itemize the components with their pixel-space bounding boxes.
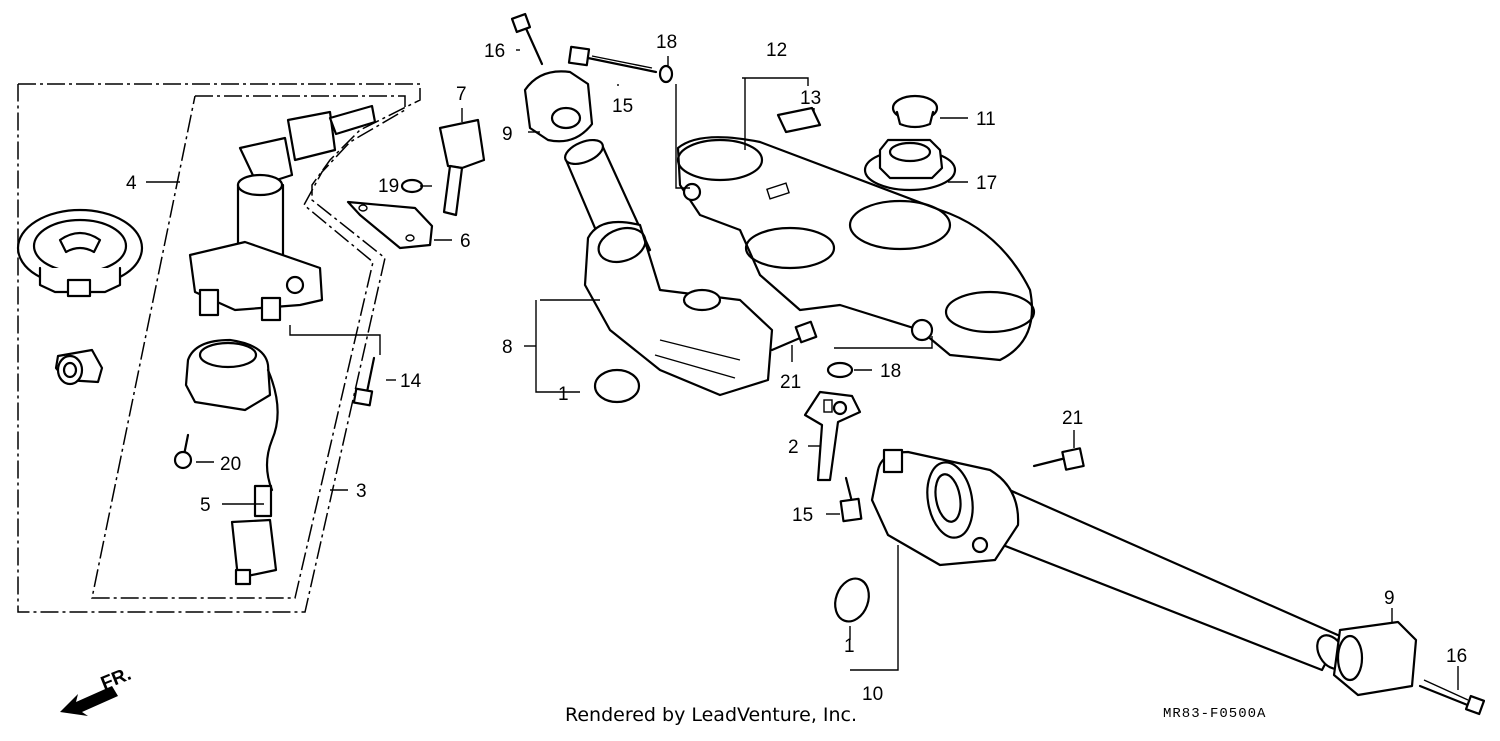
right-handlebar-part xyxy=(870,448,1346,672)
drawing-code: MR83-F0500A xyxy=(1163,706,1267,722)
bolt-21-upper-part xyxy=(770,320,818,352)
callout-20: 20 xyxy=(220,454,241,475)
callout-3: 3 xyxy=(356,481,367,502)
callout-11: 11 xyxy=(976,109,996,130)
bracket-6-part xyxy=(346,200,434,250)
leader-lines xyxy=(146,49,1459,690)
screw-14-part xyxy=(352,356,376,407)
front-arrow-icon xyxy=(60,686,118,716)
washer-18-top-part xyxy=(658,64,674,84)
callout-7: 7 xyxy=(456,84,467,105)
callout-19: 19 xyxy=(378,176,399,197)
nut-17-part xyxy=(863,138,957,192)
bracket-2-part xyxy=(803,390,862,482)
top-bridge-part xyxy=(676,136,1036,362)
washer-19-part xyxy=(400,178,424,194)
callout-1-upper: 1 xyxy=(558,384,569,405)
bolt-16-top-part xyxy=(510,12,544,66)
callout-12: 12 xyxy=(766,40,787,61)
callout-16-top: 16 xyxy=(484,41,505,62)
cap-11-part xyxy=(891,94,939,129)
fuel-cap-part xyxy=(16,208,144,298)
ignition-group-outline xyxy=(17,83,421,613)
callout-10: 10 xyxy=(862,684,883,705)
callout-14: 14 xyxy=(400,371,422,392)
ignition-switch-part xyxy=(188,104,377,322)
weight-9-lower-part xyxy=(1332,620,1418,697)
callout-16-lower: 16 xyxy=(1446,646,1467,667)
callout-2: 2 xyxy=(788,437,799,458)
bolt-21-lower-part xyxy=(1032,447,1085,471)
lock-cylinder-part xyxy=(54,348,104,386)
bolt-15-top-part xyxy=(567,45,658,74)
callout-9-lower: 9 xyxy=(1384,588,1395,609)
callout-13: 13 xyxy=(800,88,821,109)
callout-8: 8 xyxy=(502,337,513,358)
credit-text: Rendered by LeadVenture, Inc. xyxy=(565,704,858,726)
plate-13-part xyxy=(776,106,822,134)
washer-18-lower-part xyxy=(826,361,854,379)
key-blank-7-part xyxy=(438,118,486,217)
screw-20-part xyxy=(173,433,193,470)
callout-18-lower: 18 xyxy=(880,361,901,382)
callout-21-upper: 21 xyxy=(780,372,801,393)
callout-15-lower: 15 xyxy=(792,505,813,526)
callout-4: 4 xyxy=(126,173,137,194)
callout-5: 5 xyxy=(200,495,211,516)
left-handlebar-part xyxy=(563,138,774,397)
callout-18-top: 18 xyxy=(656,32,677,53)
callout-21-lower: 21 xyxy=(1062,408,1083,429)
switch-body-part xyxy=(184,338,279,586)
front-marker-label: FR. xyxy=(98,664,134,695)
callout-15-top: 15 xyxy=(612,96,633,117)
callout-9-top: 9 xyxy=(502,124,513,145)
bolt-15-lower-part xyxy=(839,476,863,523)
callout-6: 6 xyxy=(460,231,471,252)
bolt-16-lower-part xyxy=(1418,679,1486,716)
plug-1-upper-part xyxy=(593,368,641,404)
plug-1-lower-part xyxy=(834,577,870,623)
callout-17: 17 xyxy=(976,173,997,194)
weight-9-top-part xyxy=(523,70,594,143)
callout-1-lower: 1 xyxy=(844,636,855,657)
